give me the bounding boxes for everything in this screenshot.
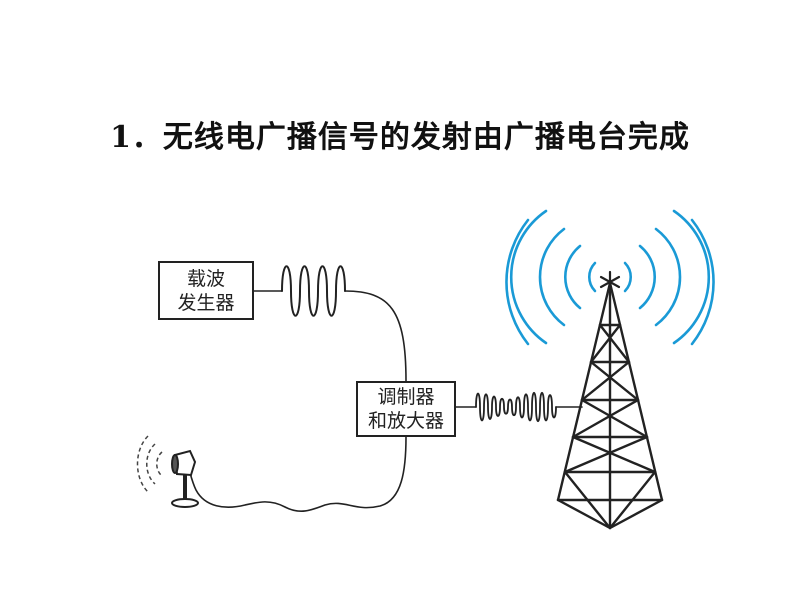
radio-tower-icon (556, 281, 664, 530)
carrier-generator-label-line2: 发生器 (177, 291, 235, 314)
modulated-wave (475, 391, 557, 423)
carrier-wave-coil (281, 265, 346, 317)
modulator-label-line2: 和放大器 (367, 410, 444, 432)
slide-title: 1．无线电广播信号的发射由广播电台完成 (110, 120, 690, 155)
sound-wave-icon (136, 435, 163, 493)
carrier-generator-label-line1: 载波 (186, 267, 225, 290)
microphone-icon (171, 449, 199, 508)
carrier-generator-box: 载波 发生器 (158, 261, 254, 320)
modulator-amplifier-box: 调制器 和放大器 (356, 381, 456, 437)
connector-coil-to-modulator (344, 290, 407, 382)
antenna-icon (599, 270, 621, 294)
radio-wave-icon (505, 209, 715, 346)
modulator-label-line1: 调制器 (377, 386, 435, 408)
audio-wire (187, 436, 407, 512)
